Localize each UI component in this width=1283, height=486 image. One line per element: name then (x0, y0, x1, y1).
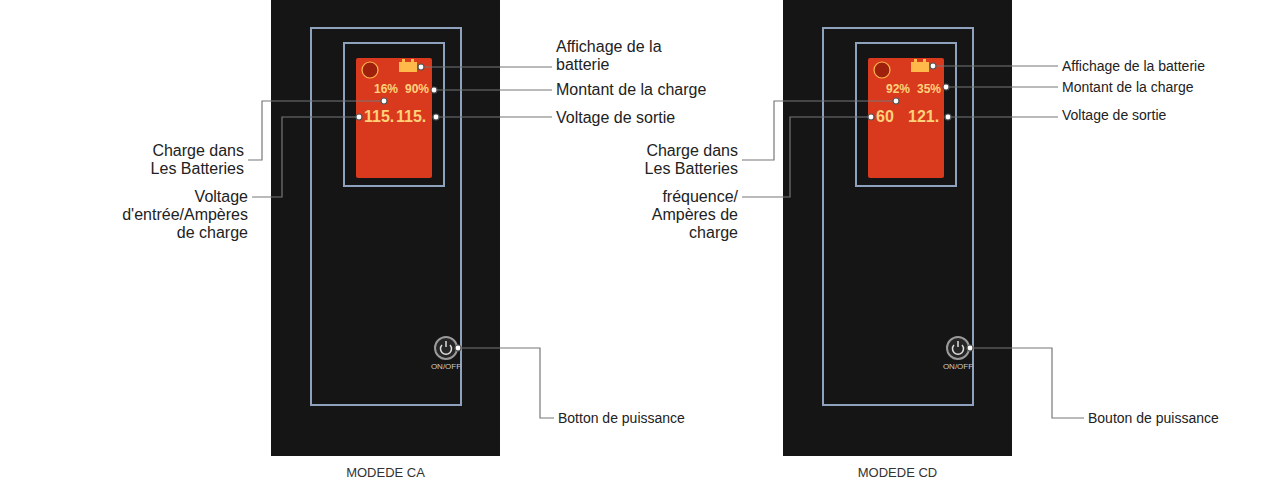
battery-terminal (914, 59, 917, 62)
lcd-reading: 92% (886, 82, 910, 96)
callout-label: Affichage de la batterie (556, 38, 686, 74)
leader-line (248, 101, 384, 160)
leader-dots (356, 63, 973, 351)
leader-dot (893, 98, 899, 104)
leader-line (436, 116, 552, 117)
callout-label: Charge dans Les Batteries (134, 142, 244, 178)
callout-label: Botton de puissance (558, 409, 758, 427)
ups-unit (271, 0, 500, 456)
leader-line (742, 117, 871, 197)
battery-icon (911, 62, 929, 72)
leader-dot (455, 345, 461, 351)
panel-outline (823, 28, 973, 405)
lcd-reading: 115. (364, 108, 394, 126)
lcd-reading: 16% (374, 82, 398, 96)
battery-terminal (923, 59, 926, 62)
lcd-reading: 60 (876, 108, 894, 126)
lcd-reading: 35% (917, 82, 941, 96)
callout-label: Montant de la charge (556, 81, 776, 99)
battery-terminal (402, 59, 405, 62)
leader-dot (381, 98, 387, 104)
power-button (947, 337, 969, 359)
power-symbol (957, 341, 959, 347)
lcd-badge (362, 62, 378, 78)
ups-front-panel: MODEDE CD92%35%60121. (783, 0, 1012, 456)
power-button (435, 337, 457, 359)
callout-label: Voltage de sortie (1062, 106, 1272, 124)
leader-line (421, 66, 552, 67)
leader-dot (431, 87, 437, 93)
display-frame (344, 43, 444, 186)
leader-dot (967, 345, 973, 351)
leader-dot (945, 114, 951, 120)
front-panel (783, 0, 1012, 456)
panel-caption: MODEDE CA (271, 465, 500, 481)
panel-outline (311, 28, 461, 405)
leader-line (458, 348, 554, 418)
lcd-screen (356, 58, 432, 178)
leader-line (742, 101, 896, 160)
lcd-display: 92% 35% 60 121. (868, 58, 944, 178)
leader-dot (930, 63, 936, 69)
leader-dot (868, 114, 874, 120)
leader-line (252, 117, 359, 197)
lcd-badge (874, 62, 890, 78)
lcd-reading: 115. (396, 108, 426, 126)
leader-line (933, 65, 1058, 66)
callout-label: fréquence/ Ampères de charge (638, 188, 738, 242)
lcd-reading: 121. (908, 108, 939, 126)
button-caption: ON/OFF (936, 362, 980, 372)
leader-dot (943, 84, 949, 90)
button-caption: ON/OFF (424, 362, 468, 372)
display-frame (856, 43, 956, 186)
leader-lines (248, 66, 1084, 418)
callout-label: Montant de la charge (1062, 78, 1272, 96)
front-panel (271, 0, 500, 456)
lcd-screen (868, 58, 944, 178)
battery-icon (399, 62, 417, 72)
leader-dot (356, 114, 362, 120)
callout-label: Voltage de sortie (556, 109, 776, 127)
lcd-reading: 90% (405, 82, 429, 96)
leader-line (434, 89, 552, 90)
battery-terminal (411, 59, 414, 62)
leader-dot (418, 64, 424, 70)
leader-line (946, 86, 1058, 87)
leader-dot (433, 114, 439, 120)
leader-line (970, 348, 1084, 418)
ups-front-panel: MODEDE CA16%90%115.115. (271, 0, 500, 456)
callout-label: Bouton de puissance (1088, 409, 1278, 427)
power-symbol (445, 341, 447, 347)
callout-label: Charge dans Les Batteries (628, 142, 738, 178)
callout-label: Affichage de la batterie (1062, 57, 1272, 75)
ups-unit (783, 0, 1012, 456)
callout-label: Voltage d'entrée/Ampères de charge (108, 188, 248, 242)
leader-line (948, 116, 1058, 117)
lcd-display: 16% 90% 115.115. (356, 58, 432, 178)
panel-caption: MODEDE CD (783, 465, 1012, 481)
